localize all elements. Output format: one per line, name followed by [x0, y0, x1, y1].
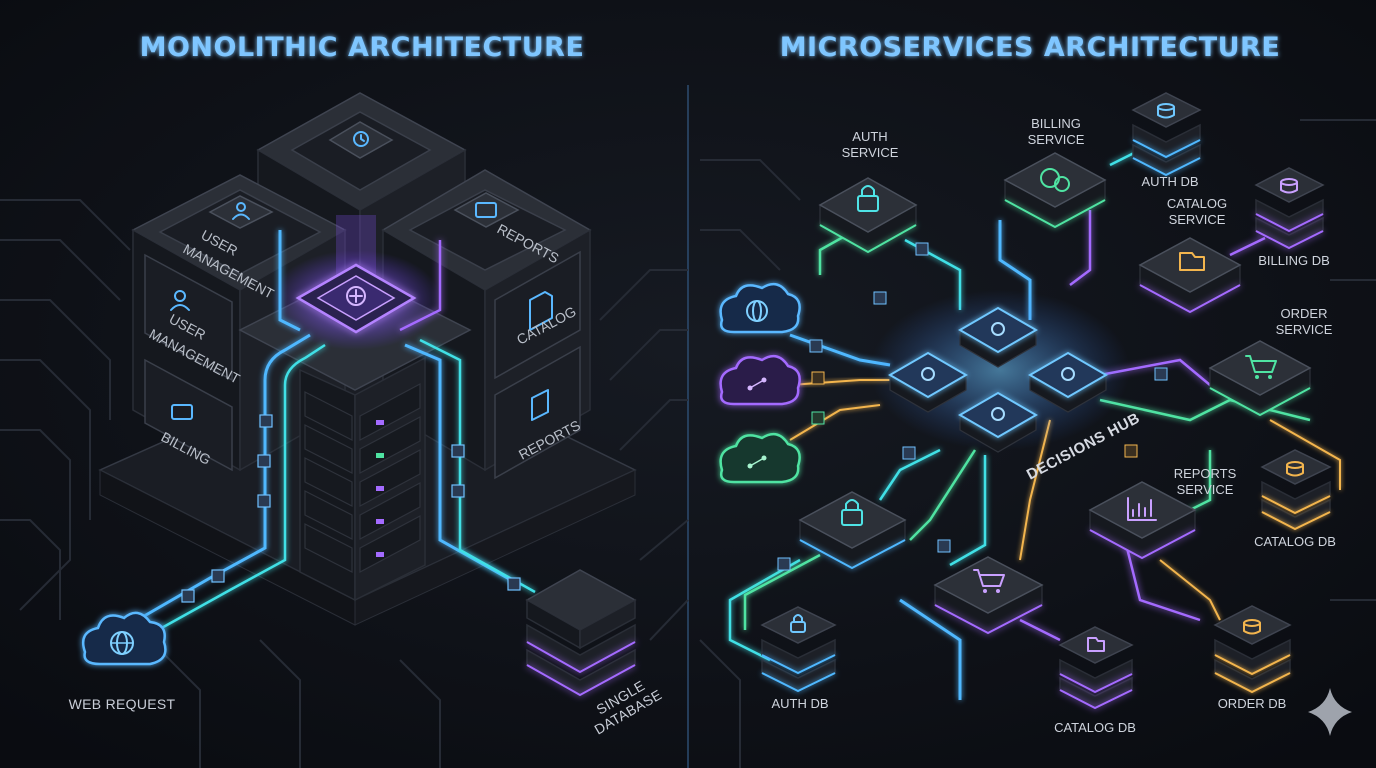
sparkle-icon [1308, 688, 1352, 736]
circuit-traces-right [699, 119, 1376, 768]
catalog-db-bottom-node [1058, 626, 1134, 710]
globe-icon [110, 631, 134, 655]
user-icon [170, 290, 190, 311]
share-icon [747, 455, 767, 469]
brain-chip-icon [921, 367, 935, 381]
cloud-share-node-green [719, 432, 801, 484]
web-request-label: WEB REQUEST [69, 696, 176, 712]
order-service-label-line1: ORDER [1281, 306, 1328, 321]
catalog-db-right-node [1260, 449, 1332, 531]
monolith-data-packets [181, 414, 521, 603]
document-icon [531, 389, 549, 421]
folder-icon [1179, 252, 1205, 271]
auth-service-label-line1: AUTH [852, 129, 887, 144]
database-icon [1286, 461, 1304, 477]
catalog-service-label-line2: SERVICE [1169, 212, 1226, 227]
lock-icon [857, 185, 879, 212]
server-rack-units [304, 383, 421, 573]
billing-service-label-line1: BILLING [1031, 116, 1081, 131]
clock-icon [353, 131, 369, 147]
microservices-flow-lines [728, 148, 1341, 700]
catalog-service-node [1138, 237, 1242, 314]
billing-db-label: BILLING DB [1258, 253, 1330, 268]
billing-service-label-line2: SERVICE [1028, 132, 1085, 147]
folder-icon [475, 202, 497, 218]
order-service-label-line2: SERVICE [1276, 322, 1333, 337]
lock-icon [790, 614, 806, 633]
user-icon [232, 202, 250, 220]
right-title: MICROSERVICES ARCHITECTURE [780, 32, 1281, 63]
auth-db-top-node [1131, 92, 1202, 177]
database-icon [1243, 619, 1261, 635]
cart-icon [973, 569, 1005, 593]
hub-node-left [888, 351, 968, 413]
auth-db-top-label: AUTH DB [1141, 174, 1198, 189]
monolith-core-chip [271, 215, 441, 350]
coins-icon [1040, 168, 1070, 192]
folder-icon [529, 291, 553, 331]
auth-db-bottom-node [760, 606, 837, 693]
chart-icon [1127, 497, 1157, 521]
billing-icon [171, 404, 193, 420]
hub-node-right [1028, 351, 1108, 413]
catalog-db-bottom-label: CATALOG DB [1054, 720, 1136, 735]
cloud-globe-node [719, 282, 801, 334]
auth-service-lower-node [798, 491, 907, 570]
reports-service-label-line1: REPORTS [1174, 466, 1237, 481]
lock-icon [841, 499, 863, 526]
hub-node-bottom [958, 391, 1038, 453]
cart-icon [1245, 355, 1277, 379]
billing-db-node [1254, 167, 1325, 250]
folder-icon [1087, 637, 1105, 652]
monolith-user-management-module: USER MANAGEMENT USER MANAGEMENT BILLING [131, 174, 347, 472]
web-request-cloud [81, 611, 167, 666]
cloud-share-node-purple [719, 354, 801, 406]
microservices-data-packets [777, 242, 1168, 571]
single-database [525, 569, 637, 697]
catalog-service-label-line1: CATALOG [1167, 196, 1227, 211]
database-icon [1280, 178, 1298, 194]
brain-chip-icon [346, 286, 366, 306]
left-title: MONOLITHIC ARCHITECTURE [140, 32, 585, 63]
brain-chip-icon [991, 407, 1005, 421]
auth-service-label-line2: SERVICE [842, 145, 899, 160]
order-service-node [1208, 340, 1312, 417]
brain-chip-icon [1061, 367, 1075, 381]
billing-service-node [1003, 152, 1107, 229]
brain-chip-icon [991, 322, 1005, 336]
decisions-hub [870, 290, 1130, 453]
database-icon [1157, 103, 1175, 119]
auth-service-node [818, 177, 918, 254]
reports-service-label-line2: SERVICE [1177, 482, 1234, 497]
share-icon [747, 377, 767, 391]
catalog-db-right-label: CATALOG DB [1254, 534, 1336, 549]
order-db-label: ORDER DB [1218, 696, 1287, 711]
order-db-node [1213, 605, 1292, 694]
order-service-lower-node [933, 556, 1044, 635]
hub-node-top [958, 306, 1038, 368]
auth-db-bottom-label: AUTH DB [771, 696, 828, 711]
reports-service-node [1088, 481, 1197, 560]
